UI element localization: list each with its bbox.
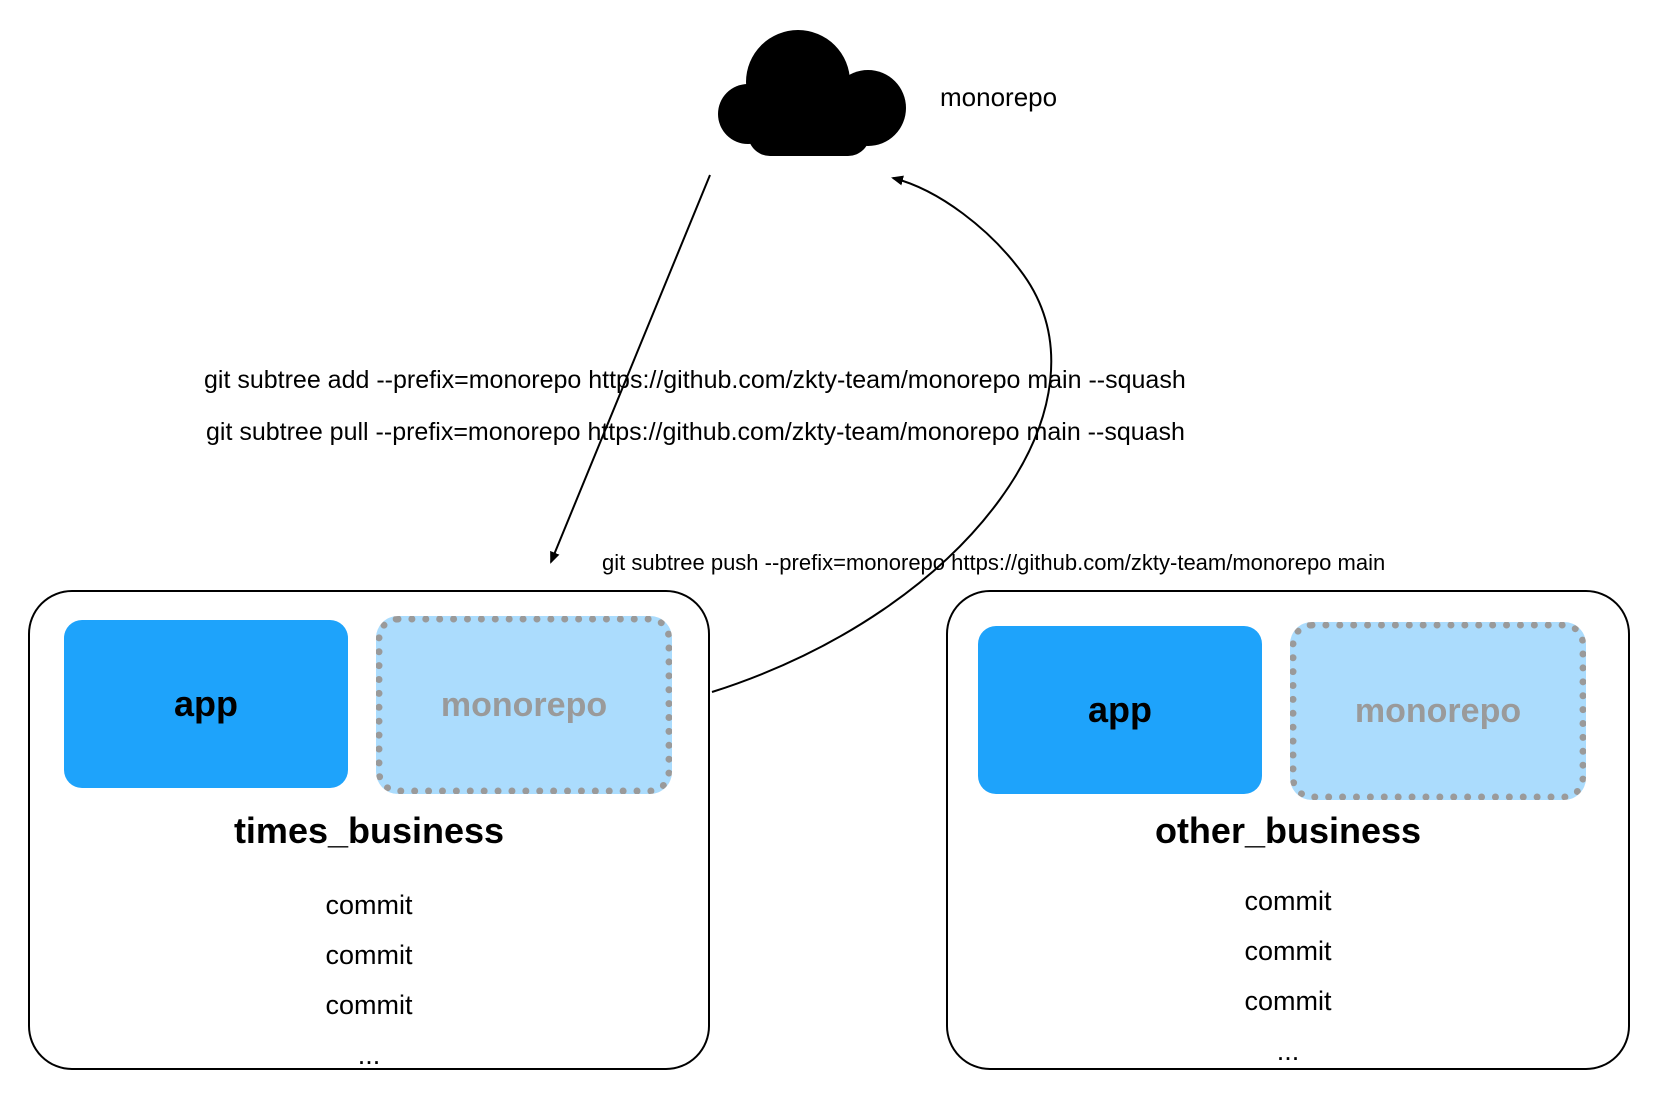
push-arrow — [711, 175, 1053, 693]
remote-label: monorepo — [940, 82, 1058, 112]
app-folder: app — [978, 626, 1262, 794]
repo-times-business: app monorepo times_business commit commi… — [28, 590, 710, 1070]
pull-arrow — [550, 174, 711, 564]
subtree-pull-command: git subtree pull --prefix=monorepo https… — [206, 418, 1185, 446]
monorepo-subtree-label: monorepo — [1354, 691, 1522, 730]
commit-item: commit — [1244, 936, 1332, 966]
app-folder-label: app — [173, 683, 238, 724]
cloud-icon — [718, 30, 906, 156]
monorepo-subtree-folder: monorepo — [376, 616, 672, 794]
commit-item: commit — [325, 940, 413, 970]
repo-title: times_business — [233, 810, 505, 851]
repo-other-business: app monorepo other_business commit commi… — [946, 590, 1630, 1070]
app-folder-label: app — [1087, 689, 1152, 730]
monorepo-subtree-label: monorepo — [440, 685, 608, 724]
subtree-push-command: git subtree push --prefix=monorepo https… — [602, 550, 1386, 575]
commit-list: commit commit commit ... — [30, 880, 708, 1080]
commit-item: commit — [1244, 886, 1332, 916]
monorepo-subtree-folder: monorepo — [1290, 622, 1586, 800]
commit-list: commit commit commit ... — [948, 876, 1628, 1076]
commit-item: ... — [357, 1040, 381, 1070]
commit-item: commit — [1244, 986, 1332, 1016]
repo-title: other_business — [1154, 810, 1422, 851]
commit-item: commit — [325, 990, 413, 1020]
commit-item: ... — [1276, 1036, 1300, 1066]
app-folder: app — [64, 620, 348, 788]
commit-item: commit — [325, 890, 413, 920]
subtree-add-command: git subtree add --prefix=monorepo https:… — [204, 366, 1186, 394]
